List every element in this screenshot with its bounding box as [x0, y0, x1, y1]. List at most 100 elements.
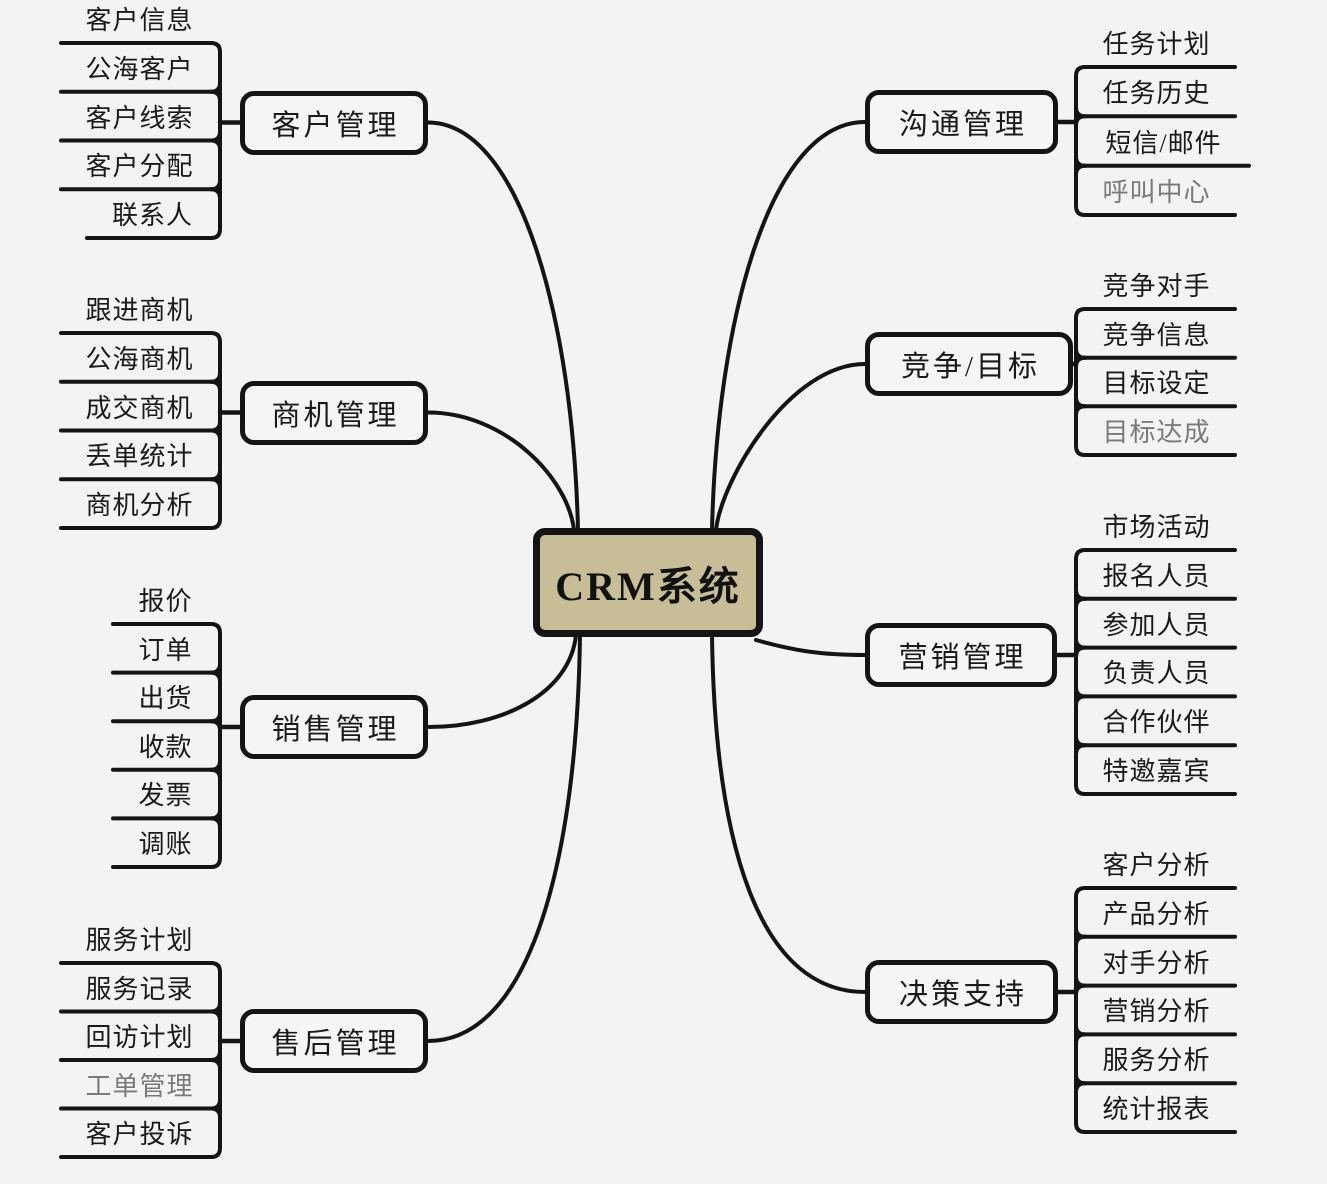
leaf-corner: [209, 138, 222, 152]
leaf-corner: [1074, 1081, 1087, 1095]
leaf-topic[interactable]: 服务分析: [1102, 1046, 1211, 1076]
branch-label: 决策支持: [898, 979, 1027, 1011]
leaf-spine-line: [209, 41, 222, 240]
leaf-corner: [209, 477, 222, 491]
leaf-spine-line: [1074, 307, 1087, 457]
branch-label: 营销管理: [898, 642, 1027, 674]
leaf-topic[interactable]: 营销分析: [1102, 997, 1211, 1027]
branch-node-communication-management[interactable]: 沟通管理: [865, 90, 1058, 154]
leaf-topic[interactable]: 统计报表: [1102, 1095, 1211, 1124]
leaf-spine-line: [209, 331, 222, 530]
branch-node-decision-support[interactable]: 决策支持: [865, 960, 1058, 1024]
leaf-topic[interactable]: 工单管理: [85, 1071, 194, 1101]
leaf-corner: [209, 379, 222, 393]
branch-connector-curve: [714, 362, 867, 532]
branch-node-competition-goals[interactable]: 竞争/目标: [865, 332, 1073, 396]
leaf-topic[interactable]: 收款: [138, 732, 193, 762]
branch-node-sales-management[interactable]: 销售管理: [240, 695, 428, 759]
leaf-topic[interactable]: 呼叫中心: [1102, 178, 1211, 207]
branch-label: 竞争/目标: [900, 351, 1041, 383]
branch-label: 销售管理: [271, 714, 400, 746]
leaf-topic[interactable]: 任务计划: [1102, 30, 1211, 59]
leaf-topic[interactable]: 成交商机: [85, 393, 194, 423]
leaf-corner: [1074, 934, 1087, 948]
leaf-topic[interactable]: 报名人员: [1102, 561, 1211, 591]
leaf-spine-line: [1074, 548, 1087, 796]
leaf-topic[interactable]: 跟进商机: [85, 296, 194, 325]
leaf-topic[interactable]: 商机分析: [85, 491, 194, 520]
leaf-topic[interactable]: 目标设定: [1102, 369, 1211, 399]
branch-connector-curve: [426, 633, 582, 1043]
leaf-corner: [1074, 743, 1087, 757]
branch-connector-curve: [710, 120, 867, 532]
branch-connector-curve: [426, 633, 578, 729]
leaf-spine-line: [209, 961, 222, 1159]
central-topic[interactable]: CRM系统: [533, 528, 763, 637]
branch-label: 客户管理: [271, 109, 400, 142]
leaf-corner: [1074, 694, 1087, 708]
leaf-corner: [1074, 983, 1087, 997]
leaf-topic[interactable]: 出货: [138, 684, 193, 714]
leaf-topic[interactable]: 对手分析: [1102, 948, 1211, 978]
leaf-topic[interactable]: 客户分配: [85, 152, 194, 182]
leaf-topic[interactable]: 特邀嘉宾: [1102, 757, 1211, 786]
leaf-topic[interactable]: 客户分析: [1102, 851, 1211, 880]
leaf-topic[interactable]: 任务历史: [1102, 79, 1211, 109]
leaf-topic[interactable]: 竞争信息: [1102, 320, 1211, 350]
leaf-spine-line: [1074, 886, 1087, 1134]
central-topic-label: CRM系统: [555, 563, 741, 609]
leaf-corner: [209, 1058, 222, 1071]
branch-connector-curve: [426, 410, 576, 532]
leaf-topic[interactable]: 产品分析: [1102, 899, 1211, 929]
leaf-topic[interactable]: 市场活动: [1102, 513, 1211, 542]
leaf-topic[interactable]: 调账: [138, 830, 193, 859]
leaf-topic[interactable]: 服务计划: [85, 926, 194, 955]
leaf-topic[interactable]: 回访计划: [85, 1023, 194, 1052]
leaf-topic[interactable]: 客户投诉: [85, 1120, 194, 1149]
leaf-corner: [1074, 645, 1087, 659]
branch-node-customer-management[interactable]: 客户管理: [240, 90, 428, 155]
branch-node-aftersales-management[interactable]: 售后管理: [240, 1009, 428, 1073]
leaf-topic[interactable]: 竞争对手: [1102, 272, 1211, 301]
leaf-spine-line: [209, 622, 222, 869]
leaf-topic[interactable]: 参加人员: [1102, 610, 1211, 640]
leaf-corner: [209, 187, 222, 201]
leaf-topic[interactable]: 发票: [138, 781, 193, 811]
leaf-corner: [209, 1106, 222, 1120]
leaf-topic[interactable]: 客户线索: [85, 103, 194, 133]
branch-connector-curve: [426, 120, 580, 532]
leaf-topic[interactable]: 负责人员: [1102, 659, 1211, 689]
branch-label: 商机管理: [271, 399, 400, 432]
leaf-topic[interactable]: 丢单统计: [85, 442, 194, 472]
leaf-topic[interactable]: 目标达成: [1102, 418, 1211, 447]
leaf-corner: [209, 428, 222, 442]
branch-label: 沟通管理: [898, 109, 1027, 141]
leaf-topic[interactable]: 服务记录: [85, 974, 194, 1004]
branch-node-opportunity-management[interactable]: 商机管理: [240, 380, 428, 445]
leaf-corner: [1074, 355, 1087, 369]
leaf-topic[interactable]: 联系人: [111, 201, 193, 230]
leaf-corner: [1074, 404, 1087, 418]
leaf-corner: [1074, 1032, 1087, 1046]
leaf-topic[interactable]: 报价: [138, 587, 193, 616]
leaf-topic[interactable]: 公海商机: [85, 344, 194, 374]
leaf-corner: [209, 89, 222, 103]
leaf-corner: [1074, 596, 1087, 610]
branch-connector-curve: [710, 633, 867, 994]
leaf-topic[interactable]: 合作伙伴: [1102, 708, 1211, 738]
leaf-topic[interactable]: 公海客户: [85, 54, 194, 84]
branch-connector-curve: [754, 638, 867, 657]
leaf-corner: [1074, 114, 1087, 128]
leaf-corner: [209, 670, 222, 684]
leaf-corner: [209, 1009, 222, 1023]
leaf-corner: [209, 767, 222, 781]
leaf-spine-line: [1074, 65, 1087, 217]
branch-label: 售后管理: [271, 1028, 400, 1060]
leaf-topic[interactable]: 短信/邮件: [1105, 128, 1222, 158]
branch-node-marketing-management[interactable]: 营销管理: [865, 623, 1057, 687]
leaf-topic[interactable]: 客户信息: [85, 6, 194, 35]
leaf-topic[interactable]: 订单: [138, 635, 193, 665]
leaf-corner: [209, 719, 222, 733]
